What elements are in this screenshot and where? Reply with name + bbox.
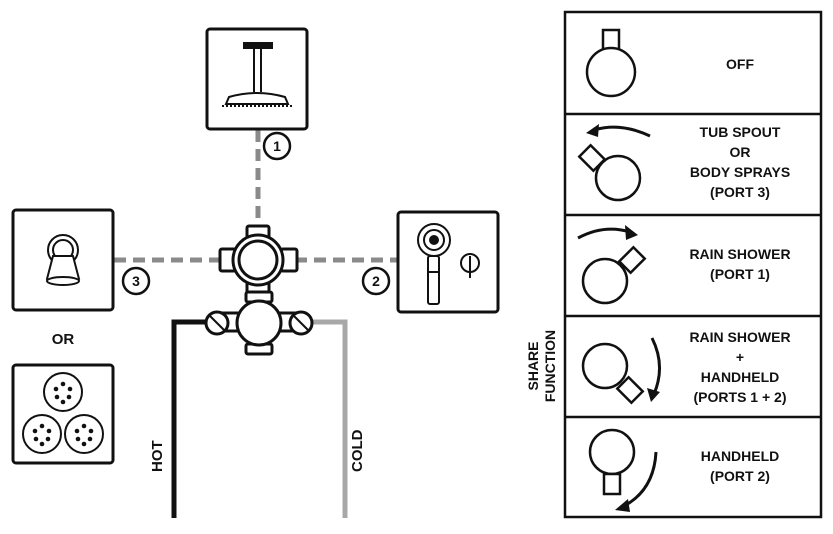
- rain-shower-head-icon: [222, 42, 292, 107]
- legend-row-rain-handheld: RAIN SHOWER + HANDHELD (PORTS 1 + 2): [581, 329, 791, 405]
- legend-handheld-line-1: HANDHELD: [701, 448, 780, 464]
- or-label: OR: [52, 331, 75, 348]
- port-number-3: 3: [132, 273, 140, 289]
- legend-rain-line-2: (PORT 1): [710, 266, 770, 282]
- handheld-box: [396, 210, 500, 314]
- handheld-shower-icon: [417, 223, 451, 305]
- valve-handle-icon: [460, 253, 480, 278]
- legend-rh-line-1: RAIN SHOWER: [689, 329, 790, 345]
- body-sprays-box: [11, 363, 115, 465]
- legend-row-rain-shower: RAIN SHOWER (PORT 1): [577, 225, 791, 305]
- legend-off-line-1: OFF: [726, 56, 754, 72]
- function-label: FUNCTION: [542, 330, 558, 402]
- legend-rain-line-1: RAIN SHOWER: [689, 246, 790, 262]
- mixing-valve-body: [204, 290, 314, 356]
- tub-spout-icon: [45, 234, 81, 286]
- legend-table: OFF TUB SPOUT OR BODY SPRAYS (PORT 3): [563, 10, 823, 519]
- legend-tub-line-1: TUB SPOUT: [700, 124, 781, 140]
- legend-row-off: OFF: [585, 28, 754, 98]
- legend-tub-line-2: OR: [730, 144, 751, 160]
- handle-off-icon: [585, 28, 637, 98]
- port-number-2: 2: [372, 273, 380, 289]
- handle-handheld-icon: [588, 428, 658, 512]
- legend-row-handheld: HANDHELD (PORT 2): [588, 428, 780, 512]
- diverter-valve-body: [218, 224, 299, 298]
- cold-label: COLD: [349, 429, 366, 472]
- share-label: SHARE: [525, 341, 541, 390]
- port-marker-1: 1: [262, 131, 292, 161]
- port-marker-3: 3: [121, 266, 151, 296]
- legend-handheld-line-2: (PORT 2): [710, 468, 770, 484]
- legend-rh-line-2: +: [736, 349, 744, 365]
- dashed-connections: [114, 130, 398, 263]
- legend-row-tub-spout: TUB SPOUT OR BODY SPRAYS (PORT 3): [577, 124, 790, 202]
- legend-rh-line-4: (PORTS 1 + 2): [694, 389, 787, 405]
- cold-pipe: [312, 319, 348, 518]
- tub-spout-box: [11, 208, 115, 312]
- handle-rain-handheld-icon: [581, 337, 661, 405]
- handle-tub-spout-icon: [577, 124, 651, 202]
- handle-rain-shower-icon: [577, 225, 647, 305]
- body-spray-icon: [22, 372, 104, 454]
- port-number-1: 1: [273, 138, 281, 154]
- legend-tub-line-3: BODY SPRAYS: [690, 164, 790, 180]
- rain-shower-box: [205, 27, 309, 131]
- legend-tub-line-4: (PORT 3): [710, 184, 770, 200]
- legend-rh-line-3: HANDHELD: [701, 369, 780, 385]
- hot-pipe: [171, 319, 205, 518]
- share-function-label: SHARE FUNCTION: [525, 330, 558, 402]
- hot-label: HOT: [149, 440, 166, 472]
- spray-nozzles: [32, 381, 94, 447]
- port-marker-2: 2: [361, 266, 391, 296]
